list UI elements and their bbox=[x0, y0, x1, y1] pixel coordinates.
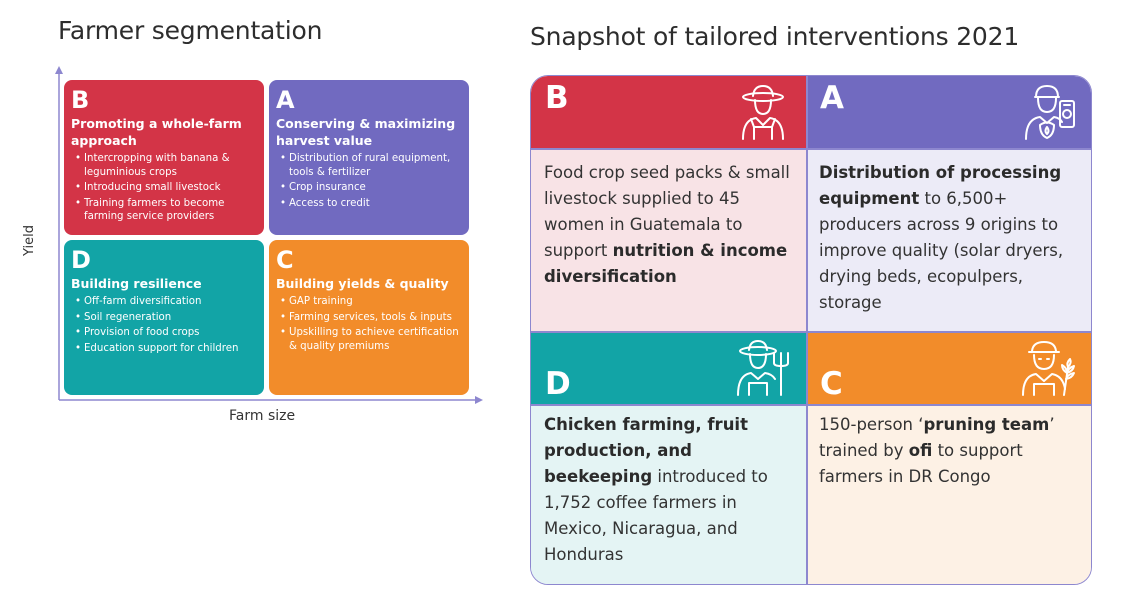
quadrant-d: D Building resilience Off-farm diversifi… bbox=[64, 240, 264, 395]
cell-letter: C bbox=[820, 366, 843, 402]
list-item: Soil regeneration bbox=[75, 311, 257, 325]
cell-text: 150-person ‘pruning team’ trained by ofi… bbox=[819, 412, 1080, 490]
cell-letter: A bbox=[820, 80, 844, 116]
cell-letter: B bbox=[545, 80, 569, 116]
list-item: Farming services, tools & inputs bbox=[280, 311, 462, 325]
list-item: Crop insurance bbox=[280, 181, 462, 195]
cell-text: Distribution of processing equipment to … bbox=[819, 160, 1080, 316]
cell-text-part: introduced to 1,752 coffee farmers in Me… bbox=[544, 467, 768, 564]
grid-divider-horizontal bbox=[531, 331, 1091, 333]
intervention-cell-d: D Chicken farming, fruit production, and… bbox=[531, 332, 806, 584]
cell-header: A bbox=[806, 76, 1091, 149]
list-item: Introducing small livestock bbox=[75, 181, 257, 195]
header-divider-top bbox=[531, 148, 1091, 150]
cell-text-bold: nutrition & income diversification bbox=[544, 241, 788, 286]
list-item: Training farmers to become farming servi… bbox=[75, 197, 257, 224]
axes bbox=[55, 66, 483, 404]
cell-text-bold: Distribution of processing equipment bbox=[819, 163, 1062, 208]
x-axis-label: Farm size bbox=[229, 408, 296, 424]
quadrant-letter: A bbox=[276, 86, 295, 114]
list-item: Education support for children bbox=[75, 342, 257, 356]
farmer-wheat-icon bbox=[1022, 341, 1075, 396]
quadrant-letter: D bbox=[71, 246, 91, 274]
quadrant-title: Building yields & quality bbox=[276, 276, 449, 291]
list-item: Upskilling to achieve certification & qu… bbox=[280, 326, 462, 353]
intervention-cell-a: A Distribution of processing equipment t… bbox=[806, 76, 1091, 332]
snapshot-title: Snapshot of tailored interventions 2021 bbox=[530, 22, 1020, 51]
quadrant-a: A Conserving & maximizing harvest value … bbox=[269, 80, 469, 235]
interventions-grid: B Food crop seed packs & small livestock… bbox=[530, 75, 1092, 585]
cell-header: D bbox=[531, 332, 806, 405]
segmentation-title: Farmer segmentation bbox=[58, 16, 323, 45]
cell-text-bold: ofi bbox=[908, 441, 933, 460]
intervention-cell-c: C 150-person ‘pruning team’ trained by o… bbox=[806, 332, 1091, 584]
cell-header: C bbox=[806, 332, 1091, 405]
quadrant-b: B Promoting a whole-farm approach Interc… bbox=[64, 80, 264, 235]
cell-text-part: ’ trained by bbox=[819, 415, 1055, 460]
quadrant-list: GAP training Farming services, tools & i… bbox=[276, 295, 462, 353]
list-item: Distribution of rural equipment, tools &… bbox=[280, 152, 462, 179]
quadrant-list: Off-farm diversification Soil regenerati… bbox=[71, 295, 257, 355]
cell-text: Chicken farming, fruit production, and b… bbox=[544, 412, 794, 568]
list-item: Access to credit bbox=[280, 197, 462, 211]
farmer-hat-icon bbox=[742, 85, 784, 140]
cell-text-part: Food crop seed packs & small livestock s… bbox=[544, 163, 790, 260]
quadrant-list: Intercropping with banana & leguminious … bbox=[71, 152, 257, 224]
farmer-pitchfork-icon bbox=[737, 340, 789, 396]
quadrant-list: Distribution of rural equipment, tools &… bbox=[276, 152, 462, 210]
list-item: GAP training bbox=[280, 295, 462, 309]
quadrant-title: Conserving & maximizing harvest value bbox=[276, 116, 456, 148]
grid-divider-vertical bbox=[806, 76, 808, 584]
cell-text-bold: Chicken farming, fruit production, and b… bbox=[544, 415, 748, 486]
cell-header: B bbox=[531, 76, 806, 149]
list-item: Provision of food crops bbox=[75, 326, 257, 340]
y-axis-label: Yield bbox=[22, 225, 37, 256]
quadrant-title: Building resilience bbox=[71, 276, 202, 291]
header-divider-bottom bbox=[531, 404, 1091, 406]
quadrant-letter: B bbox=[71, 86, 90, 114]
list-item: Intercropping with banana & leguminious … bbox=[75, 152, 257, 179]
cell-text: Food crop seed packs & small livestock s… bbox=[544, 160, 794, 290]
cell-letter: D bbox=[545, 366, 571, 402]
quadrant-letter: C bbox=[276, 246, 294, 274]
farmer-phone-icon bbox=[1025, 85, 1075, 140]
cell-text-part: 150-person ‘ bbox=[819, 415, 924, 434]
intervention-cell-b: B Food crop seed packs & small livestock… bbox=[531, 76, 806, 332]
cell-text-bold: pruning team bbox=[923, 415, 1050, 434]
list-item: Off-farm diversification bbox=[75, 295, 257, 309]
quadrant-title: Promoting a whole-farm approach bbox=[71, 116, 242, 148]
quadrant-c: C Building yields & quality GAP training… bbox=[269, 240, 469, 395]
cell-text-part: to 6,500+ producers across 9 origins to … bbox=[819, 189, 1064, 312]
cell-text-part: to support farmers in DR Congo bbox=[819, 441, 1023, 486]
